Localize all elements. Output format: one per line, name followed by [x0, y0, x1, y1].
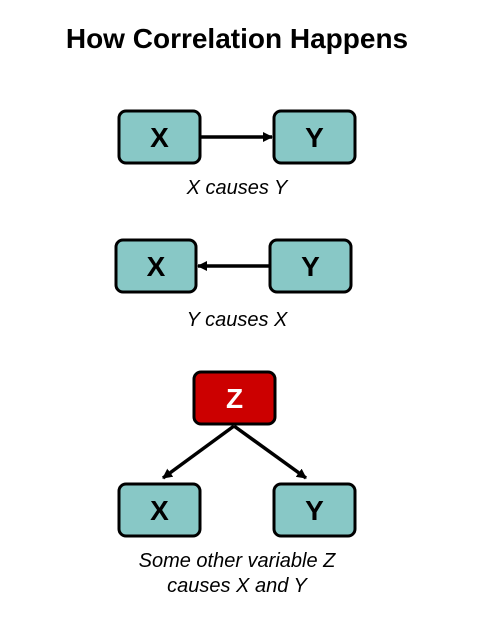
panel-x-causes-y: X Y X causes Y — [117, 109, 357, 199]
node-x-label: X — [150, 495, 169, 526]
caption-line-1: Some other variable Z — [139, 550, 337, 572]
caption-line-2: causes X and Y — [167, 575, 308, 597]
node-y-label: Y — [305, 495, 324, 526]
node-z-box — [192, 370, 277, 426]
page-title: How Correlation Happens — [66, 23, 408, 54]
node-z-label: Z — [226, 383, 243, 414]
node-y-box — [272, 109, 357, 165]
node-x-box — [114, 238, 198, 294]
node-y-box — [272, 482, 357, 538]
caption-line-1: Y causes X — [187, 309, 288, 331]
panel-y-causes-x: X Y Y causes X — [114, 238, 353, 331]
node-x-label: X — [150, 122, 169, 153]
arrow-z-to-y — [232, 424, 308, 480]
caption-line-1: X causes Y — [186, 177, 289, 199]
node-y-label: Y — [301, 251, 320, 282]
node-y-box — [268, 238, 353, 294]
node-x-label: X — [147, 251, 166, 282]
panel-z-causes-x-and-y: Z X Y Some other variable Z causes X and… — [117, 370, 357, 597]
node-y-label: Y — [305, 122, 324, 153]
node-x-box — [117, 109, 202, 165]
node-x-box — [117, 482, 202, 538]
arrow-z-to-x — [161, 424, 236, 480]
